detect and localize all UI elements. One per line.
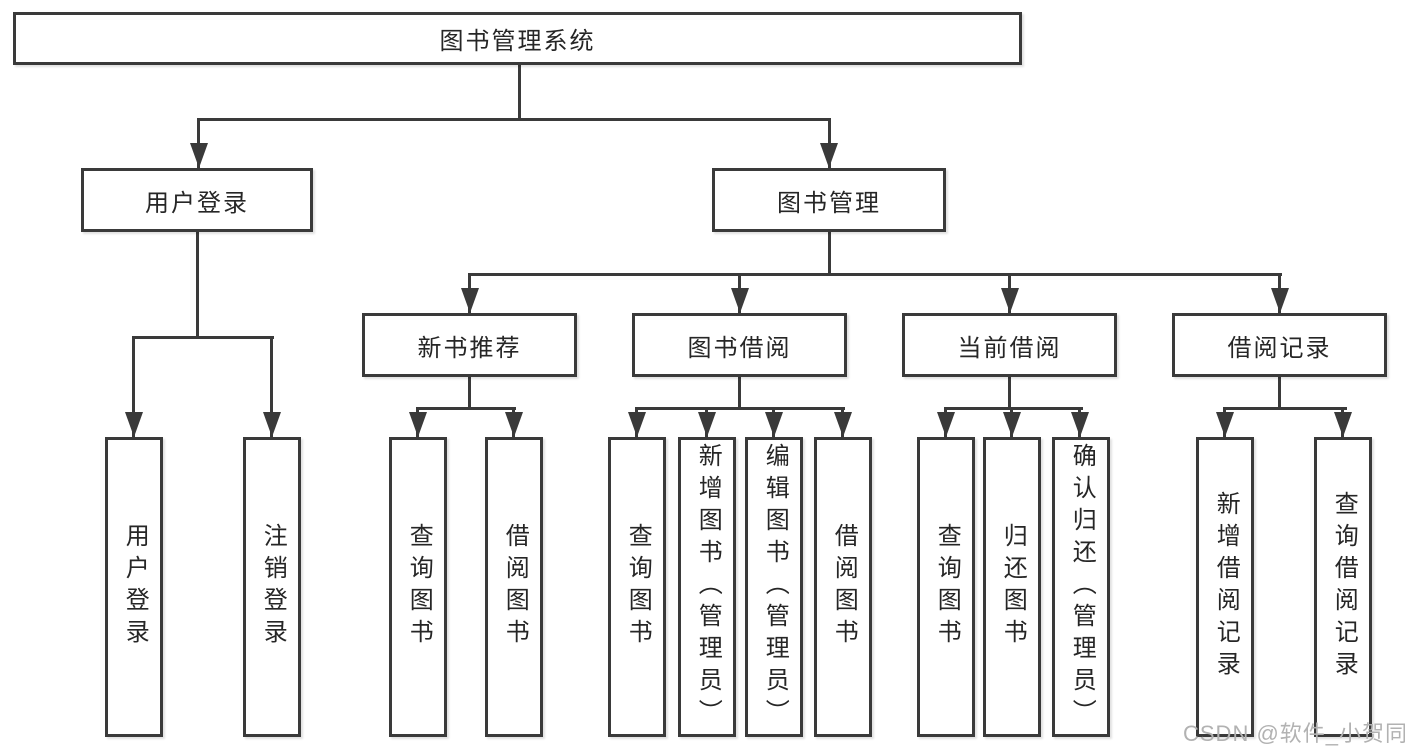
edge-current-borrow-branch: [944, 407, 1083, 410]
leaf-query-books-borrow: 查询图书: [608, 437, 666, 737]
node-user-login: 用户登录: [81, 168, 313, 232]
leaf-return-books: 归还图书: [983, 437, 1041, 737]
edge-drop-leaf: [270, 336, 273, 437]
edge-borrow-records-branch: [1223, 407, 1347, 410]
edge-borrow-records-stem: [1278, 377, 1281, 410]
node-new-book-recommend-label: 新书推荐: [417, 334, 522, 362]
node-book-management-label: 图书管理: [777, 189, 881, 217]
node-book-borrow-label: 图书借阅: [687, 334, 792, 362]
edge-drop-leaf: [132, 336, 135, 437]
leaf-borrow-books-recommend-label: 借阅图书: [501, 523, 529, 651]
node-book-management: 图书管理: [712, 168, 946, 232]
leaf-user-login-label: 用户登录: [121, 523, 149, 651]
edge-user-login-branch: [132, 336, 274, 339]
down-arrowhead: [1216, 412, 1234, 437]
edge-root-stem: [518, 65, 521, 120]
node-current-borrow: 当前借阅: [902, 313, 1117, 377]
leaf-edit-book-admin-label: 编辑图书（管理员）: [761, 443, 789, 731]
edge-new-book-branch: [416, 407, 516, 410]
down-arrowhead: [1071, 412, 1089, 437]
down-arrowhead: [263, 412, 281, 437]
edge-book-management-branch: [468, 273, 1282, 276]
leaf-query-books-recommend-label: 查询图书: [405, 523, 433, 651]
leaf-confirm-return-admin-label: 确认归还（管理员）: [1068, 443, 1096, 731]
leaf-query-books-recommend: 查询图书: [389, 437, 447, 737]
edge-book-management-stem: [828, 232, 831, 276]
leaf-add-borrow-record: 新增借阅记录: [1196, 437, 1254, 737]
down-arrowhead: [698, 412, 716, 437]
leaf-query-borrow-record-label: 查询借阅记录: [1330, 491, 1358, 683]
down-arrowhead: [1271, 288, 1289, 313]
leaf-logout-label: 注销登录: [259, 523, 287, 651]
edge-root-branch: [197, 118, 831, 121]
leaf-return-books-label: 归还图书: [999, 523, 1027, 651]
down-arrowhead: [190, 143, 208, 168]
leaf-add-book-admin: 新增图书（管理员）: [678, 437, 736, 737]
edge-book-borrow-branch: [635, 407, 845, 410]
leaf-borrow-books-recommend: 借阅图书: [485, 437, 543, 737]
edge-current-borrow-stem: [1008, 377, 1011, 410]
down-arrowhead: [628, 412, 646, 437]
down-arrowhead: [820, 143, 838, 168]
node-current-borrow-label: 当前借阅: [957, 334, 1062, 362]
leaf-borrow-books-label: 借阅图书: [830, 523, 858, 651]
down-arrowhead: [1001, 288, 1019, 313]
leaf-add-borrow-record-label: 新增借阅记录: [1212, 491, 1240, 683]
node-user-login-label: 用户登录: [145, 189, 249, 217]
down-arrowhead: [1334, 412, 1352, 437]
leaf-add-book-admin-label: 新增图书（管理员）: [694, 443, 722, 731]
leaf-user-login: 用户登录: [105, 437, 163, 737]
node-book-borrow: 图书借阅: [632, 313, 847, 377]
down-arrowhead: [409, 412, 427, 437]
node-root-label: 图书管理系统: [439, 28, 596, 55]
leaf-query-books-current: 查询图书: [917, 437, 975, 737]
down-arrowhead: [937, 412, 955, 437]
node-root: 图书管理系统: [13, 12, 1022, 65]
down-arrowhead: [461, 288, 479, 313]
node-borrow-records: 借阅记录: [1172, 313, 1387, 377]
down-arrowhead: [765, 412, 783, 437]
down-arrowhead: [505, 412, 523, 437]
leaf-query-borrow-record: 查询借阅记录: [1314, 437, 1372, 737]
leaf-confirm-return-admin: 确认归还（管理员）: [1052, 437, 1110, 737]
edge-book-borrow-stem: [738, 377, 741, 410]
leaf-query-books-borrow-label: 查询图书: [624, 523, 652, 651]
leaf-query-books-current-label: 查询图书: [933, 523, 961, 651]
down-arrowhead: [1003, 412, 1021, 437]
node-new-book-recommend: 新书推荐: [362, 313, 577, 377]
down-arrowhead: [731, 288, 749, 313]
node-borrow-records-label: 借阅记录: [1227, 334, 1332, 362]
leaf-logout: 注销登录: [243, 437, 301, 737]
down-arrowhead: [834, 412, 852, 437]
csdn-watermark: CSDN @软件_小贺同学: [1183, 721, 1405, 746]
leaf-edit-book-admin: 编辑图书（管理员）: [745, 437, 803, 737]
edge-new-book-stem: [468, 377, 471, 410]
leaf-borrow-books: 借阅图书: [814, 437, 872, 737]
down-arrowhead: [125, 412, 143, 437]
edge-user-login-stem: [196, 232, 199, 338]
